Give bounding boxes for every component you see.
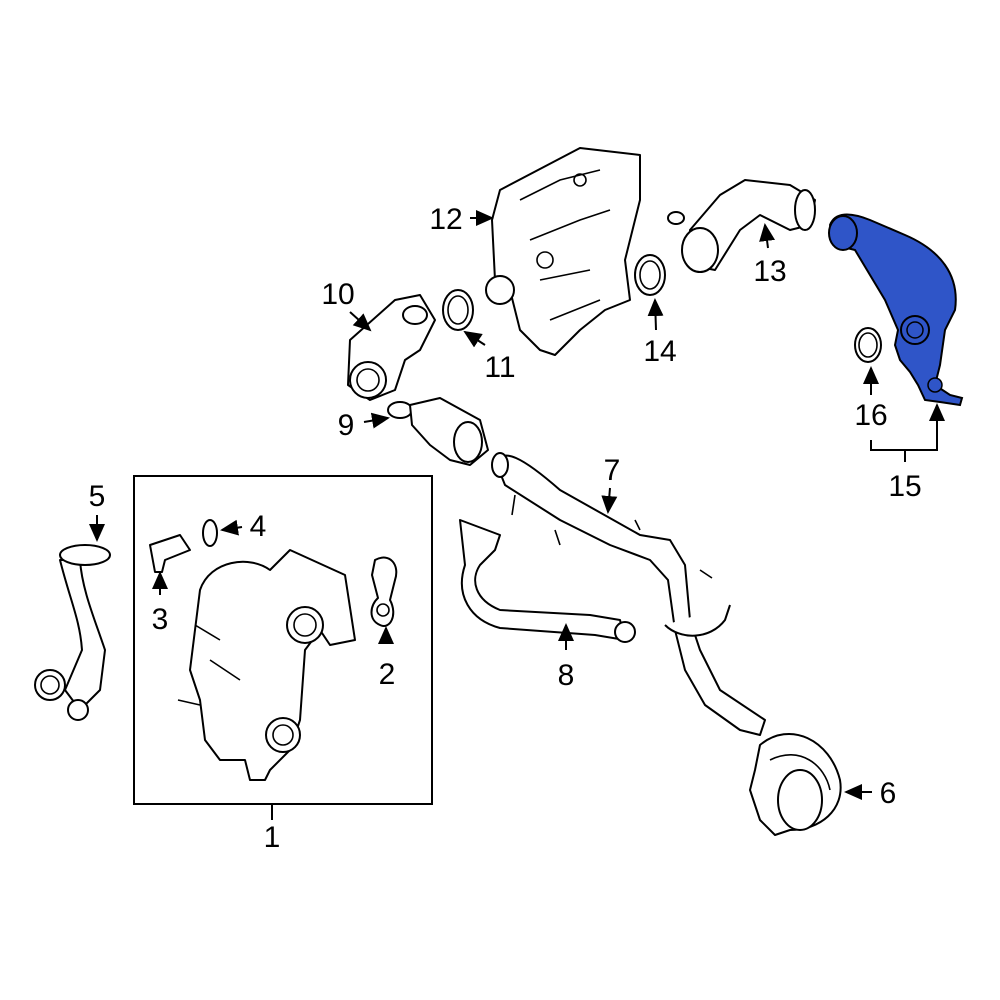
callout-4: 4 [250, 510, 267, 543]
callout-15: 15 [888, 470, 921, 503]
callout-10: 10 [321, 278, 354, 311]
callout-16: 16 [854, 399, 887, 432]
part-14-gasket[interactable] [634, 254, 666, 296]
callout-3: 3 [152, 603, 169, 636]
part-1-thermostat-housing[interactable] [177, 549, 356, 781]
assembly-box [133, 475, 433, 805]
callout-11: 11 [484, 351, 515, 384]
part-13-hose[interactable] [667, 179, 816, 273]
part-8-hose[interactable] [459, 519, 636, 643]
callout-9: 9 [338, 409, 355, 442]
callout-13: 13 [753, 255, 786, 288]
part-16-o-ring[interactable] [854, 327, 882, 363]
callout-1: 1 [264, 821, 281, 854]
part-6-elbow[interactable] [749, 733, 842, 836]
part-5-hose[interactable] [34, 544, 111, 721]
callout-5: 5 [89, 480, 106, 513]
callout-12: 12 [429, 203, 462, 236]
part-4-o-ring[interactable] [202, 519, 218, 547]
callout-7: 7 [604, 454, 621, 487]
callout-8: 8 [558, 659, 575, 692]
part-10-fitting[interactable] [347, 294, 436, 401]
callout-2: 2 [379, 658, 396, 691]
part-9-fitting[interactable] [387, 397, 489, 466]
part-11-gasket[interactable] [442, 289, 474, 331]
callout-arrows [89, 210, 945, 800]
part-12-bracket[interactable] [485, 147, 641, 356]
callout-6: 6 [880, 777, 897, 810]
part-3-sensor[interactable] [149, 534, 191, 573]
part-2-gasket[interactable] [370, 556, 398, 627]
part-7-pipe[interactable] [491, 452, 766, 736]
part-15-coolant-pipe[interactable] [828, 213, 964, 407]
callout-14: 14 [643, 335, 676, 368]
